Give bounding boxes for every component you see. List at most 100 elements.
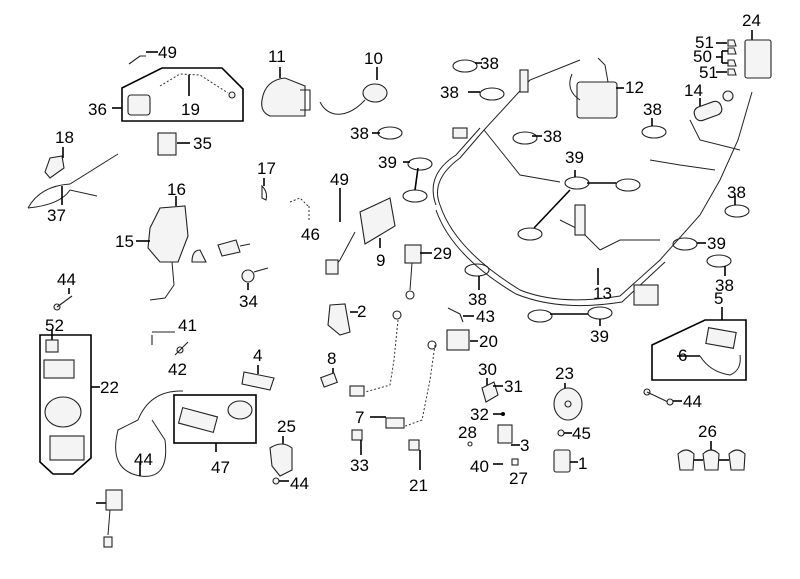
part-21-relay [96,489,123,548]
callout-18: 18 [55,128,74,147]
callout-45: 45 [572,424,591,443]
callout-38: 38 [543,127,562,146]
part-45-nut [557,429,572,437]
callout-49: 49 [158,43,177,62]
callout-52: 52 [45,316,64,335]
part-29-relay [404,244,432,300]
part-2-cover [327,303,358,336]
callout-40: 27 [509,469,528,488]
part-14-ignition-coil [693,90,734,122]
callout-44: 28 [458,423,477,442]
callout-11: 11 [268,47,286,66]
callout-33: 40 [470,457,489,476]
callout-16: 16 [167,180,186,199]
callout-46: 46 [301,225,320,244]
callout-38: 38 [715,276,734,295]
part-20-relay [446,329,478,351]
part-10-bulb-socket [319,67,388,115]
callout-1: 44 [134,450,153,469]
part-50-51-fuses [716,39,737,76]
part-36-19-group-box [112,67,244,122]
part-34-key-switch [241,267,269,290]
callout-42: 42 [168,360,187,379]
callout-17: 17 [257,159,276,178]
part-40-screw [511,458,519,466]
part-36-switch [127,94,151,116]
callout-51: 51 [699,63,718,82]
part-8-sensor [320,368,338,388]
callout-14: 14 [684,81,703,100]
callout-23: 23 [555,364,574,383]
part-30-31-switch [481,378,503,403]
callout-9: 9 [376,251,386,270]
part-28-switch [497,424,520,446]
part-44-washer [467,441,473,447]
part-32-screw [493,412,505,416]
callout-47: 21 [409,476,428,495]
callout-12: 12 [625,78,644,97]
part-1-cable [115,390,184,477]
part-47-bolt [351,429,421,470]
callout-29: 29 [433,244,452,263]
callout-44: 44 [57,270,76,289]
part-46-bracket [289,197,310,222]
callout-19: 19 [181,100,200,119]
part-27-relay [553,449,578,473]
callout-24: 24 [742,11,761,30]
callout-37: 37 [47,206,66,225]
part-17-clip [261,178,268,201]
part-22-starter-relay-group [39,330,100,475]
part-43-bracket [447,307,474,323]
part-41-clamp [151,331,175,345]
callout-27: 1 [578,454,588,473]
part-44-nut [272,477,289,485]
callout-31: 31 [504,377,523,396]
callout-13: 13 [593,284,612,303]
part-25-fuel-sender [269,436,293,477]
part-9-cdi-unit [325,197,396,275]
part-44-bolt-right [643,388,682,406]
callout-44: 44 [290,474,309,493]
part-26-terminal-caps [677,441,746,471]
callout-6: 6 [678,346,688,365]
part-38-band [464,263,490,290]
part-42-clip [174,341,189,356]
callout-44: 44 [683,392,702,411]
part-38-bands [372,59,750,276]
callout-35: 35 [193,134,212,153]
callout-50: 50 [693,47,712,66]
part-24-fuse-box [744,30,772,79]
part-11-headlight [261,67,311,117]
part-12-regulator [569,57,624,119]
callout-3: 47 [211,458,230,477]
part-49-wire-clip [128,51,158,65]
callout-47: 33 [350,456,369,475]
callout-5: 5 [714,289,724,308]
callout-8: 8 [327,349,337,368]
callout-41: 41 [178,316,197,335]
part-23-horn [553,383,583,421]
callout-38: 38 [480,54,499,73]
callout-10: 10 [364,49,383,68]
callout-38: 38 [350,124,369,143]
part-3-light-group [173,394,257,452]
callout-49: 49 [330,170,349,189]
callout-38: 38 [440,83,459,102]
part-35-bracket [157,132,190,156]
callout-34: 34 [239,292,258,311]
callout-22: 22 [100,378,119,397]
part-4-bracket [241,365,275,391]
callout-38: 38 [643,100,662,119]
part-37-cable [27,153,119,209]
callout-28: 3 [520,436,530,455]
callout-4: 4 [253,346,263,365]
callout-38: 38 [468,290,487,309]
callout-7: 7 [355,408,365,427]
callout-25: 25 [277,417,296,436]
part-13-wiring-harness [432,59,753,307]
part-39-bands [402,157,706,326]
part-5-6-group-box [651,307,747,381]
callout-39: 39 [590,327,609,346]
